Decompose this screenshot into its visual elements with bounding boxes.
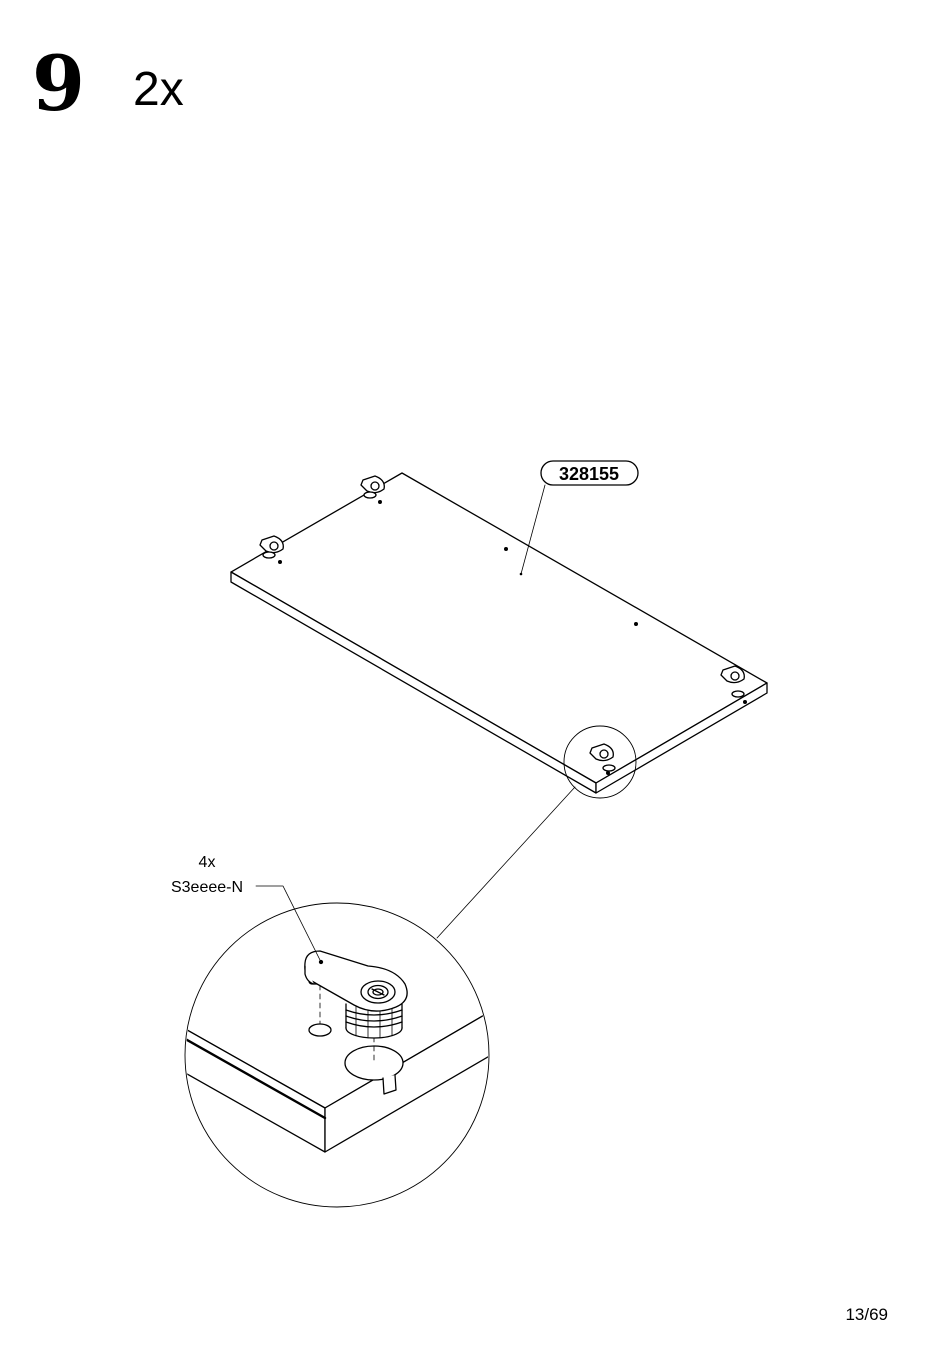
- panel-board: [231, 473, 767, 793]
- part-id-label: 328155: [559, 464, 619, 484]
- hardware-code: S3eeee-N: [171, 879, 243, 896]
- detail-connector-line: [437, 787, 575, 938]
- page-number: 13/69: [845, 1305, 888, 1325]
- hardware-quantity: 4x: [199, 854, 216, 871]
